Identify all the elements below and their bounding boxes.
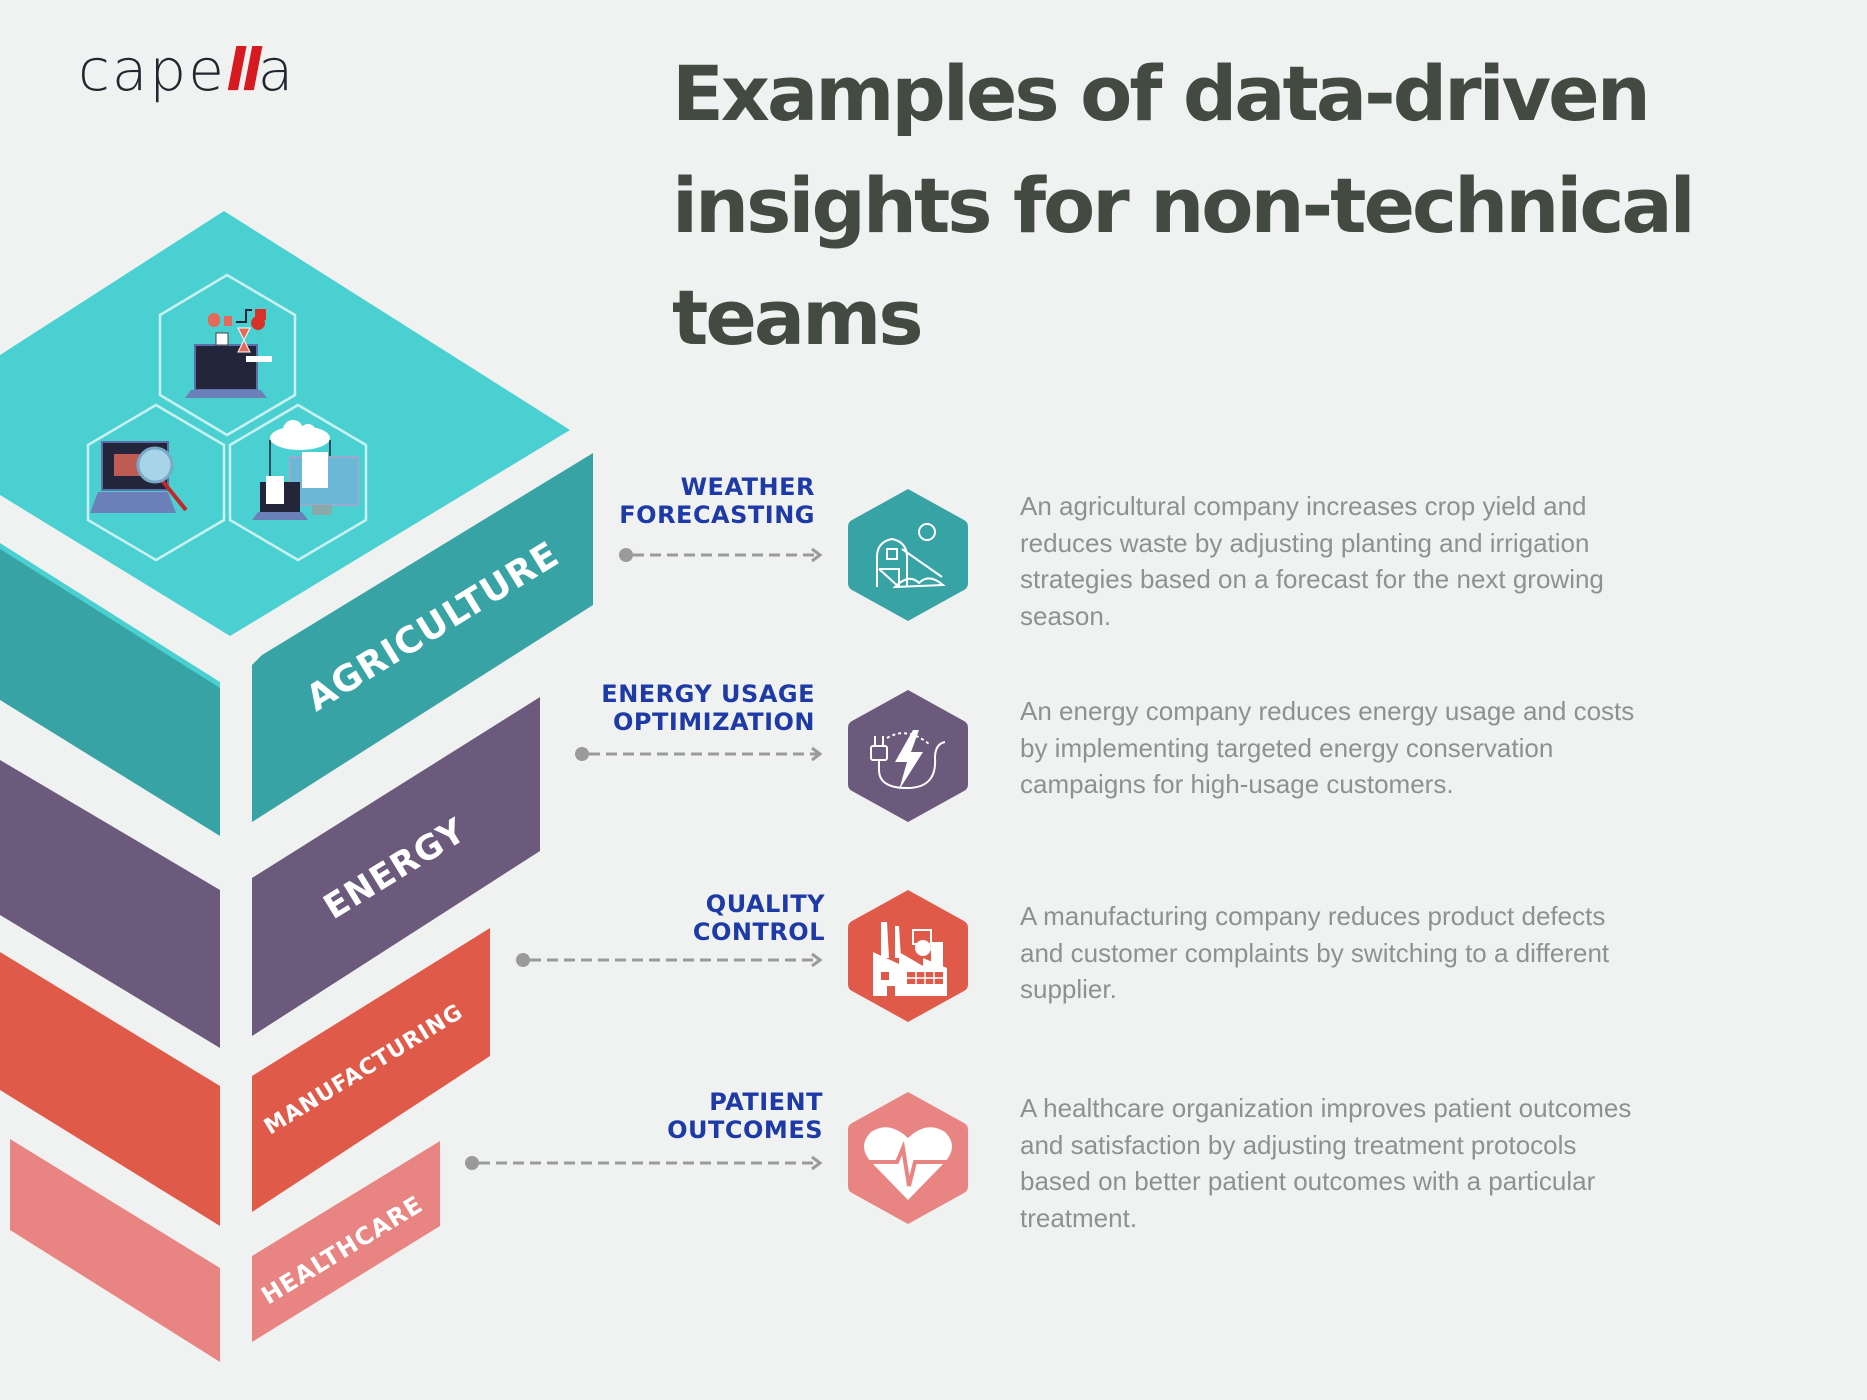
capella-logo: capella <box>78 36 295 104</box>
example-description: A manufacturing company reduces product … <box>1020 901 1610 1004</box>
title-line-2: insights for non-technical <box>672 161 1696 250</box>
layer-manufacturing: MANUFACTURING <box>0 928 490 1226</box>
logo-highlight: ll <box>225 36 262 104</box>
example-title: ENERGY USAGE OPTIMIZATION <box>560 680 815 736</box>
barn-farm-icon <box>848 489 968 621</box>
heart-pulse-icon <box>848 1092 968 1224</box>
page-title: Examples of data-driven insights for non… <box>672 38 1772 374</box>
example-title-line-2: FORECASTING <box>619 501 815 529</box>
top-icon-frames <box>86 273 368 562</box>
dashed-arrow-connector <box>465 1155 823 1171</box>
cloud-computers-icon <box>252 420 359 520</box>
hex-frame-top <box>158 273 297 437</box>
energy-left-face <box>0 760 220 1048</box>
manufacturing-right-face <box>252 928 490 1212</box>
top-face <box>0 211 570 636</box>
healthcare-left-face <box>10 1139 220 1362</box>
energy-right-face <box>252 697 540 1036</box>
plug-lightning-icon <box>848 690 968 822</box>
laptop-magnifier-icon <box>90 441 188 513</box>
example-title-line-2: CONTROL <box>692 918 825 946</box>
logo-suffix: a <box>257 36 296 104</box>
dashed-arrow-connector <box>575 746 823 762</box>
agriculture-left-face <box>0 547 220 836</box>
layer-healthcare: HEALTHCARE <box>10 1139 440 1362</box>
dashed-arrow-connector <box>516 952 823 968</box>
example-title: PATIENT OUTCOMES <box>560 1088 823 1144</box>
example-description: A healthcare organization improves patie… <box>1020 1093 1632 1233</box>
hex-frame-left <box>86 403 226 562</box>
example-description: An agricultural company increases crop y… <box>1020 491 1604 631</box>
agriculture-right-face <box>252 453 593 822</box>
factory-icon <box>848 890 968 1022</box>
hex-frame-right <box>228 403 368 562</box>
example-title: WEATHER FORECASTING <box>560 473 815 529</box>
example-title-line-1: ENERGY USAGE <box>601 680 815 708</box>
example-title-line-1: WEATHER <box>680 473 815 501</box>
title-line-3: teams <box>672 273 924 362</box>
example-description: An energy company reduces energy usage a… <box>1020 696 1635 799</box>
example-title-line-2: OUTCOMES <box>667 1116 823 1144</box>
title-line-1: Examples of data-driven <box>672 49 1651 138</box>
manufacturing-left-face <box>0 952 220 1226</box>
example-title-line-1: PATIENT <box>709 1088 823 1116</box>
logo-prefix: cape <box>78 36 226 104</box>
example-title-line-2: OPTIMIZATION <box>612 708 815 736</box>
healthcare-right-face <box>252 1141 440 1342</box>
example-title-line-1: QUALITY <box>705 890 825 918</box>
dashed-arrow-connector <box>619 547 823 563</box>
example-title: QUALITY CONTROL <box>560 890 825 946</box>
layer-energy: ENERGY <box>0 697 540 1048</box>
laptop-apps-icon <box>185 309 272 398</box>
agriculture-edge-highlight <box>0 543 220 688</box>
